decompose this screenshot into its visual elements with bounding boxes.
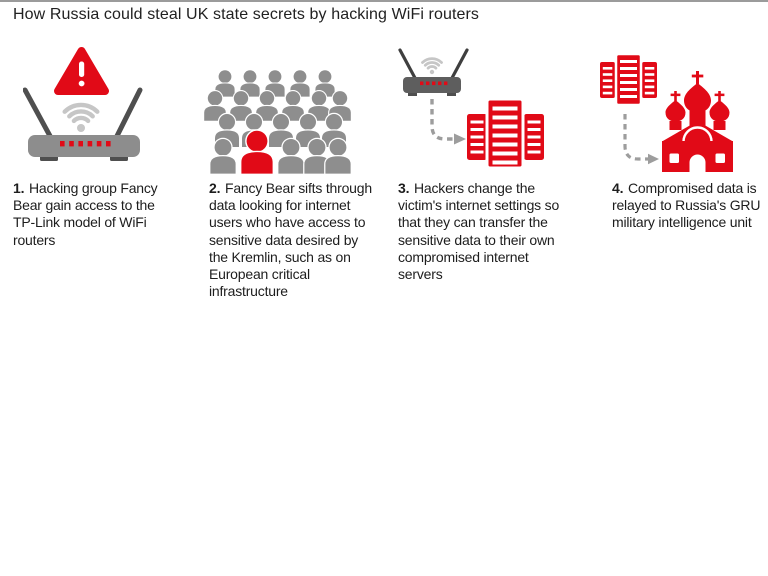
step-4-column: 4. Compromised data is relayed to Russia… xyxy=(600,42,766,342)
wifi-signal-icon xyxy=(62,102,100,132)
wifi-signal-icon xyxy=(421,57,443,75)
servers-to-kremlin-icon xyxy=(600,52,733,172)
server-stack-icon xyxy=(467,97,544,170)
crowd-row-3 xyxy=(213,112,348,149)
step-4-icon xyxy=(596,50,736,183)
step-2-number: 2. xyxy=(209,180,221,196)
top-rule xyxy=(0,0,768,2)
step-4-number: 4. xyxy=(612,180,624,196)
step-3-number: 3. xyxy=(398,180,410,196)
step-2-icon xyxy=(203,60,353,180)
step-3-icon xyxy=(396,47,546,178)
small-router-icon xyxy=(398,48,469,96)
router-led-lights xyxy=(60,141,111,147)
warning-triangle-icon xyxy=(54,47,109,95)
step-1-number: 1. xyxy=(13,180,25,196)
step-4-text: 4. Compromised data is relayed to Russia… xyxy=(612,180,761,231)
step-1-text: 1. Hacking group Fancy Bear gain access … xyxy=(13,180,158,248)
step-1-icon xyxy=(22,46,143,173)
router-icon xyxy=(22,87,143,161)
kremlin-cathedral-icon xyxy=(662,71,733,172)
target-person-icon xyxy=(239,129,275,176)
server-stack-icon xyxy=(600,52,657,107)
page-title: How Russia could steal UK state secrets … xyxy=(13,6,480,23)
crowd-icon xyxy=(203,69,352,176)
step-3-column: 3. Hackers change the victim's internet … xyxy=(398,42,600,342)
router-to-servers-icon xyxy=(398,48,544,170)
step-3-text: 3. Hackers change the victim's internet … xyxy=(398,180,560,283)
alert-router-icon xyxy=(22,47,143,161)
step-2-text: 2. Fancy Bear sifts through data looking… xyxy=(209,180,372,300)
dashed-arrow-icon xyxy=(430,99,466,145)
dashed-arrow-icon xyxy=(623,114,659,165)
step-1-column: 1. Hacking group Fancy Bear gain access … xyxy=(13,42,195,342)
step-2-column: 2. Fancy Bear sifts through data looking… xyxy=(203,42,393,342)
router-led-lights xyxy=(420,81,448,86)
